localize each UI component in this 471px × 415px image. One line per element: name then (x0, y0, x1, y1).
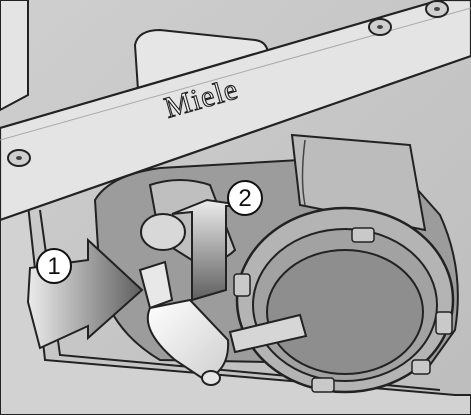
ring-tab-bottom (312, 378, 334, 392)
callout-1: 1 (37, 249, 71, 283)
lever-tip (202, 371, 220, 385)
ring-tab-lower-right (412, 360, 430, 374)
callout-2: 2 (228, 181, 262, 215)
screw-right-top (426, 1, 448, 17)
filter-base (267, 250, 423, 374)
ring-tab-right (436, 312, 452, 334)
screw-right (369, 19, 391, 35)
callout-2-label: 2 (238, 185, 251, 212)
callout-1-label: 1 (47, 253, 60, 280)
screw-left (8, 150, 30, 166)
left-tub-wall (0, 0, 28, 110)
ring-tab-left (234, 274, 250, 296)
pipe-opening (141, 214, 185, 250)
ring-tab-top (352, 228, 374, 242)
